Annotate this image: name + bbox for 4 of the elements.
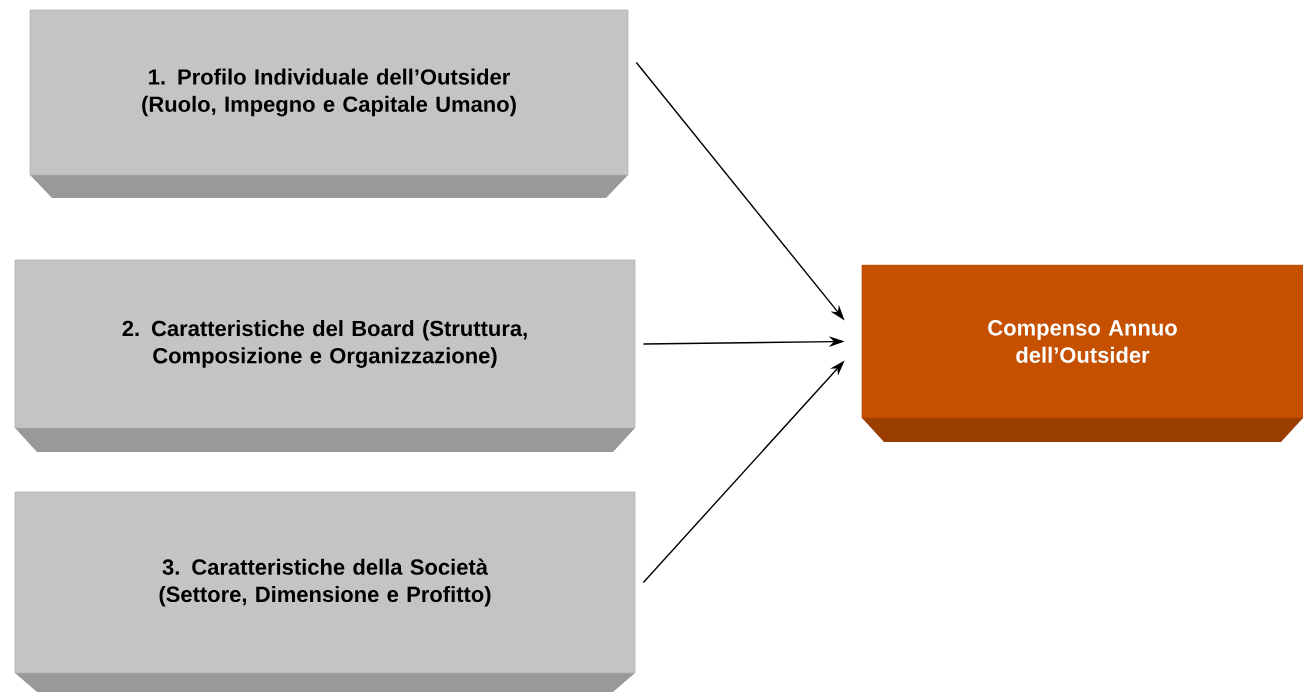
process-box: 3. Caratteristiche della Società (Settore, Dimensione e Profitto)	[14, 491, 636, 692]
process-box: Compenso Annuo dell’Outsider	[861, 264, 1303, 442]
process-box: 2. Caratteristiche del Board (Struttura, Composizione e Organizzazione)	[14, 259, 636, 452]
process-box: 1. Profilo Individuale dell’Outsider (Ruolo, Impegno e Capitale Umano)	[29, 9, 629, 198]
